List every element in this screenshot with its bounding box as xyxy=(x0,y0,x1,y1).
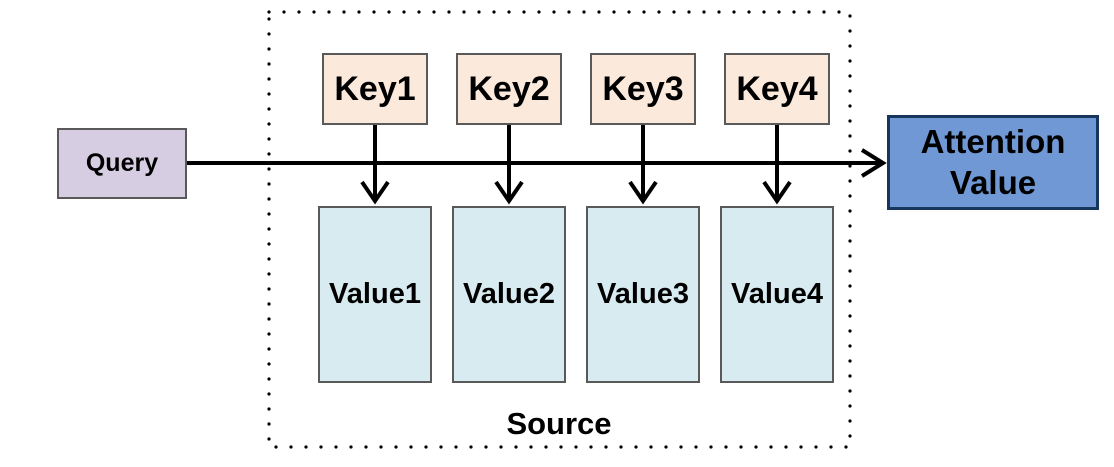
key-label-2: Key2 xyxy=(468,69,550,108)
key-box-2: Key2 xyxy=(456,53,562,125)
value-label-2: Value2 xyxy=(463,278,555,310)
query-box: Query xyxy=(57,128,187,199)
source-label: Source xyxy=(506,406,612,441)
key2-to-value2-arrow xyxy=(494,125,524,205)
attention-value-label-line1: Attention xyxy=(920,123,1066,161)
key-box-4: Key4 xyxy=(724,53,830,125)
value-box-4: Value4 xyxy=(720,206,834,383)
key-label-3: Key3 xyxy=(602,69,684,108)
value-box-3: Value3 xyxy=(586,206,700,383)
attention-value-box: Attention Value xyxy=(887,115,1099,210)
query-to-attention-arrow xyxy=(187,148,887,178)
value-box-1: Value1 xyxy=(318,206,432,383)
attention-value-label-line2: Value xyxy=(949,163,1037,201)
value-label-4: Value4 xyxy=(731,278,823,310)
key3-to-value3-arrow xyxy=(628,125,658,205)
key-box-1: Key1 xyxy=(322,53,428,125)
key-label-1: Key1 xyxy=(334,69,416,108)
value-label-3: Value3 xyxy=(597,278,689,310)
value-label-1: Value1 xyxy=(329,278,421,310)
key-label-4: Key4 xyxy=(736,69,818,108)
query-label: Query xyxy=(85,149,159,177)
value-box-2: Value2 xyxy=(452,206,566,383)
key-box-3: Key3 xyxy=(590,53,696,125)
key1-to-value1-arrow xyxy=(360,125,390,205)
key4-to-value4-arrow xyxy=(762,125,792,205)
